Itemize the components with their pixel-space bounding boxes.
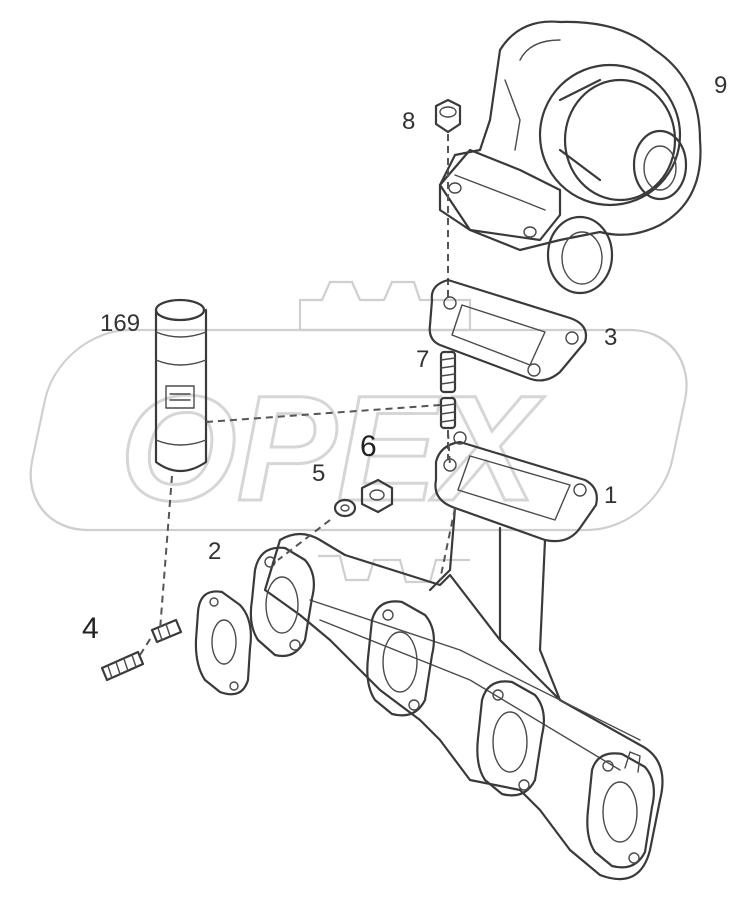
stud-part-4 [100,618,183,682]
turbocharger [438,20,702,295]
manifold-port-4 [586,751,655,869]
callout-2: 2 [208,538,222,565]
assembly-guide-lines [277,431,456,581]
callout-8: 8 [402,108,416,135]
callout-7: 7 [416,346,430,373]
gasket-part-2 [194,590,252,696]
callout-9: 9 [714,72,728,99]
manifold-port-3 [476,680,545,797]
callout-3: 3 [604,324,618,351]
exhaust-manifold [249,532,664,881]
nut-part-8 [434,98,462,300]
callout-5: 5 [312,460,326,487]
nut-part-6 [360,478,394,514]
opex-watermark: OPEX [29,280,688,584]
manifold-port-1 [249,546,315,658]
callout-6: 6 [360,430,377,463]
gasket-part-3 [428,278,588,382]
watermark-text: OPEX [120,364,545,532]
pipe-part-169 [154,298,441,631]
callout-1: 1 [604,482,618,509]
callout-169: 169 [100,310,141,337]
callout-4: 4 [82,612,99,645]
washer-part-5 [333,498,357,518]
manifold-port-2 [366,600,435,717]
